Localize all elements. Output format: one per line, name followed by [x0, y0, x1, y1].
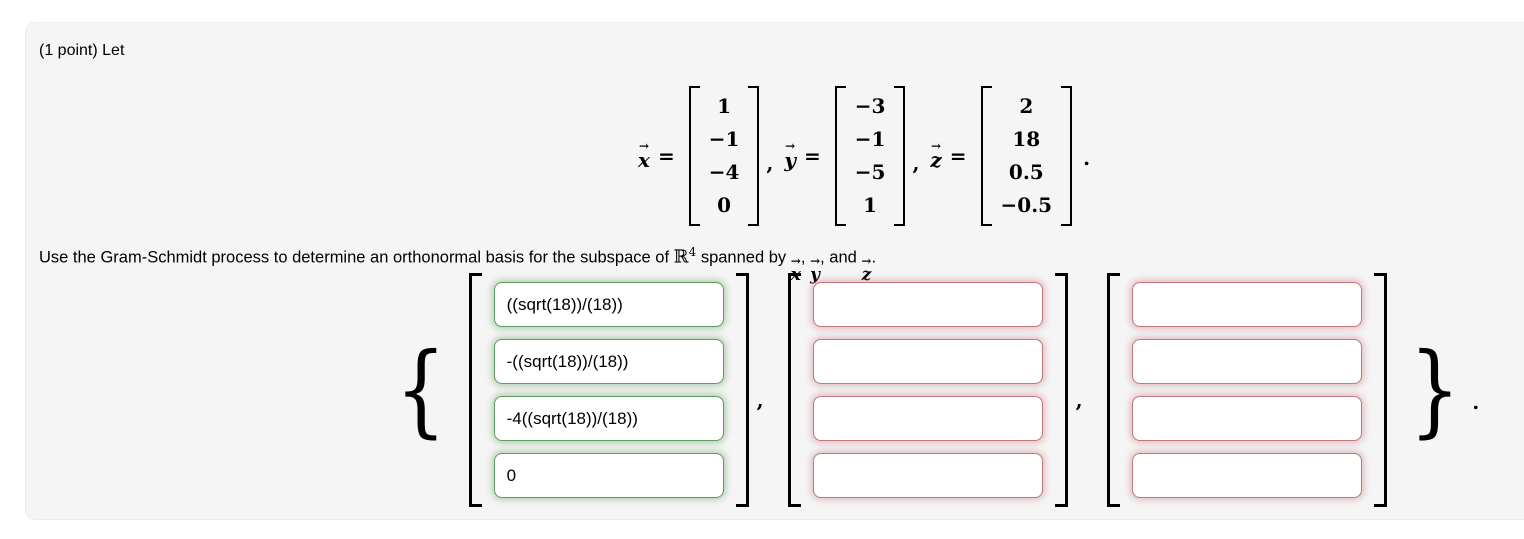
matrix-bracket-right — [748, 86, 760, 226]
answer-input-c1-r2[interactable] — [493, 339, 724, 384]
matrix-bracket-right — [1054, 273, 1068, 507]
matrix-bracket-right — [735, 273, 749, 507]
matrix-bracket-right — [1373, 273, 1387, 507]
vector-y-entry: −1 — [854, 127, 886, 151]
vector-definitions: → x = 1 −1 −4 0 , → y = −3 −1 −5 — [638, 85, 1090, 227]
vector-x-entry: −1 — [708, 127, 740, 151]
matrix-bracket-left — [834, 86, 846, 226]
vector-y-entry: −5 — [854, 160, 886, 184]
answer-area: { , , — [389, 272, 1479, 508]
matrix-bracket-left — [688, 86, 700, 226]
vector-x-entry: 0 — [717, 193, 731, 217]
vector-z-entry: 2 — [1019, 94, 1034, 118]
vector-y-entry: 1 — [863, 193, 878, 217]
vector-y-entry: −3 — [854, 94, 886, 118]
problem-panel: (1 point) Let → x = 1 −1 −4 0 , → y = − — [25, 22, 1524, 520]
equals-sign: = — [803, 144, 821, 168]
matrix-bracket-left — [1106, 273, 1120, 507]
vector-y-matrix: −3 −1 −5 1 — [834, 86, 906, 226]
vector-z-symbol: →z — [861, 253, 872, 285]
points-label: (1 point) Let — [39, 42, 125, 59]
matrix-bracket-left — [980, 86, 992, 226]
instruction-text: Use the Gram-Schmidt process to determin… — [39, 245, 877, 285]
vector-x-symbol: → x — [638, 139, 650, 172]
answer-input-c2-r2[interactable] — [812, 339, 1043, 384]
matrix-bracket-right — [894, 86, 906, 226]
matrix-bracket-left — [468, 273, 482, 507]
vector-z-entry: 18 — [1012, 127, 1041, 151]
comma: , — [1075, 388, 1083, 412]
close-brace: } — [1408, 331, 1460, 448]
vector-arrow: → — [931, 139, 942, 153]
reals-symbol: ℝ — [673, 246, 689, 268]
answer-input-c1-r3[interactable] — [493, 396, 724, 441]
open-brace: { — [395, 331, 447, 448]
answer-input-c3-r3[interactable] — [1131, 396, 1362, 441]
matrix-bracket-left — [787, 273, 801, 507]
vector-x-entry: −4 — [708, 160, 740, 184]
vector-z-entry: −0.5 — [1000, 193, 1053, 217]
answer-input-c3-r4[interactable] — [1131, 453, 1362, 498]
vector-x-entry: 1 — [717, 94, 731, 118]
matrix-bracket-right — [1061, 86, 1073, 226]
vector-arrow: → — [785, 139, 796, 153]
vector-arrow: → — [638, 139, 649, 153]
answer-input-c3-r2[interactable] — [1131, 339, 1362, 384]
answer-input-c2-r3[interactable] — [812, 396, 1043, 441]
answer-input-c1-r4[interactable] — [493, 453, 724, 498]
comma: , — [912, 151, 920, 175]
vector-z-matrix: 2 18 0.5 −0.5 — [980, 86, 1073, 226]
answer-vector-1 — [468, 273, 749, 507]
vector-z-symbol: → z — [930, 139, 942, 172]
equals-sign: = — [657, 144, 675, 168]
reals-exponent: 4 — [688, 245, 697, 259]
answer-input-c3-r1[interactable] — [1131, 282, 1362, 327]
equals-sign: = — [949, 144, 967, 168]
answer-input-c2-r1[interactable] — [812, 282, 1043, 327]
vector-z-entry: 0.5 — [1008, 160, 1044, 184]
answer-vector-3 — [1106, 273, 1387, 507]
vector-y-symbol: → y — [784, 139, 796, 172]
answer-input-c1-r1[interactable] — [493, 282, 724, 327]
answer-vector-2 — [787, 273, 1068, 507]
answer-input-c2-r4[interactable] — [812, 453, 1043, 498]
period: . — [1472, 390, 1480, 414]
comma: , — [756, 388, 764, 412]
vector-y-symbol: →y — [810, 253, 821, 285]
comma: , — [766, 151, 774, 175]
vector-x-matrix: 1 −1 −4 0 — [688, 86, 760, 226]
period: . — [1083, 146, 1091, 170]
